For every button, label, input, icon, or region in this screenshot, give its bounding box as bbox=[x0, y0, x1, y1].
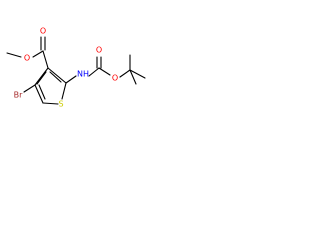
bond-carbamate-o bbox=[98, 67, 111, 76]
sulfur-label: S bbox=[58, 100, 63, 109]
bond-carbonyl-ring bbox=[42, 50, 49, 69]
bond-c5-c5-double bbox=[38, 84, 46, 100]
bond-c3-c4 bbox=[34, 67, 49, 86]
bond-c3-c4-inner bbox=[36, 71, 47, 85]
bond-methyl-o bbox=[6, 52, 22, 58]
bond-n-carbamate-c bbox=[88, 67, 100, 77]
carbonyl-oxygen-label: O bbox=[40, 27, 46, 36]
bond-o-tertbutyl bbox=[119, 69, 131, 78]
bond-tbutyl-methyl-right bbox=[129, 69, 146, 79]
bond-c4-c5 bbox=[34, 84, 44, 104]
boc-carbonyl-oxygen-label: O bbox=[96, 46, 102, 55]
ester-oxygen-label: O bbox=[24, 54, 30, 63]
bond-c4-br bbox=[23, 84, 36, 93]
bond-c2-c3 bbox=[47, 67, 67, 84]
bond-o-carbonyl-carbon bbox=[32, 50, 44, 58]
molecule-structure: O O Br S NH O O bbox=[6, 27, 146, 109]
bond-c2-c3-inner bbox=[49, 71, 62, 83]
boc-ether-oxygen-label: O bbox=[112, 74, 118, 83]
bond-c2-n bbox=[65, 75, 77, 84]
bond-tbutyl-methyl-bottom bbox=[129, 69, 137, 85]
structure-canvas: O O Br S NH O O bbox=[0, 0, 152, 152]
amine-nh-label: NH bbox=[77, 70, 89, 79]
bond-s-c2 bbox=[61, 82, 67, 100]
bond-c5-s bbox=[42, 102, 59, 105]
bromine-label: Br bbox=[14, 91, 23, 100]
